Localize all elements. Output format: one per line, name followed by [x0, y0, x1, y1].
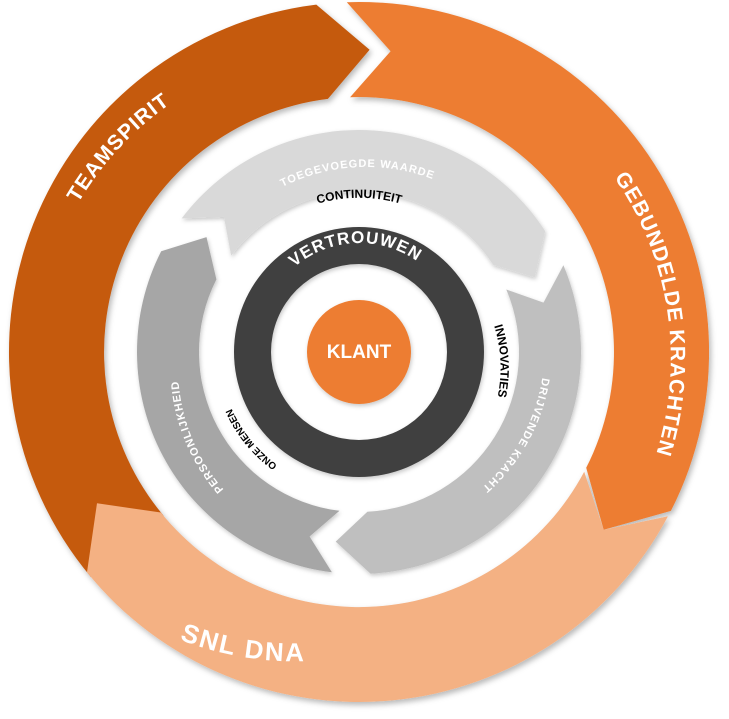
center-label: KLANT	[327, 342, 392, 363]
teamspirit-segment	[346, 1, 710, 530]
gebundelde-krachten-segment	[87, 471, 668, 702]
outer-ring-segments	[8, 1, 710, 702]
inner-ring-band	[234, 227, 484, 477]
continuiteit-text: CONTINUITEIT	[315, 187, 404, 207]
drijvende-kracht-segment	[335, 265, 582, 574]
toegevoegde-waarde-segment	[181, 129, 546, 278]
innovaties-label: INNOVATIES	[491, 323, 511, 399]
continuiteit-label: CONTINUITEIT	[315, 187, 404, 207]
inner-ring	[234, 227, 484, 477]
snl-dna-segment	[8, 4, 370, 578]
center-circle	[307, 300, 411, 404]
middle-ring-segments	[137, 129, 582, 574]
innovaties-text: INNOVATIES	[491, 323, 511, 399]
persoonlijkheid-segment	[137, 237, 340, 573]
